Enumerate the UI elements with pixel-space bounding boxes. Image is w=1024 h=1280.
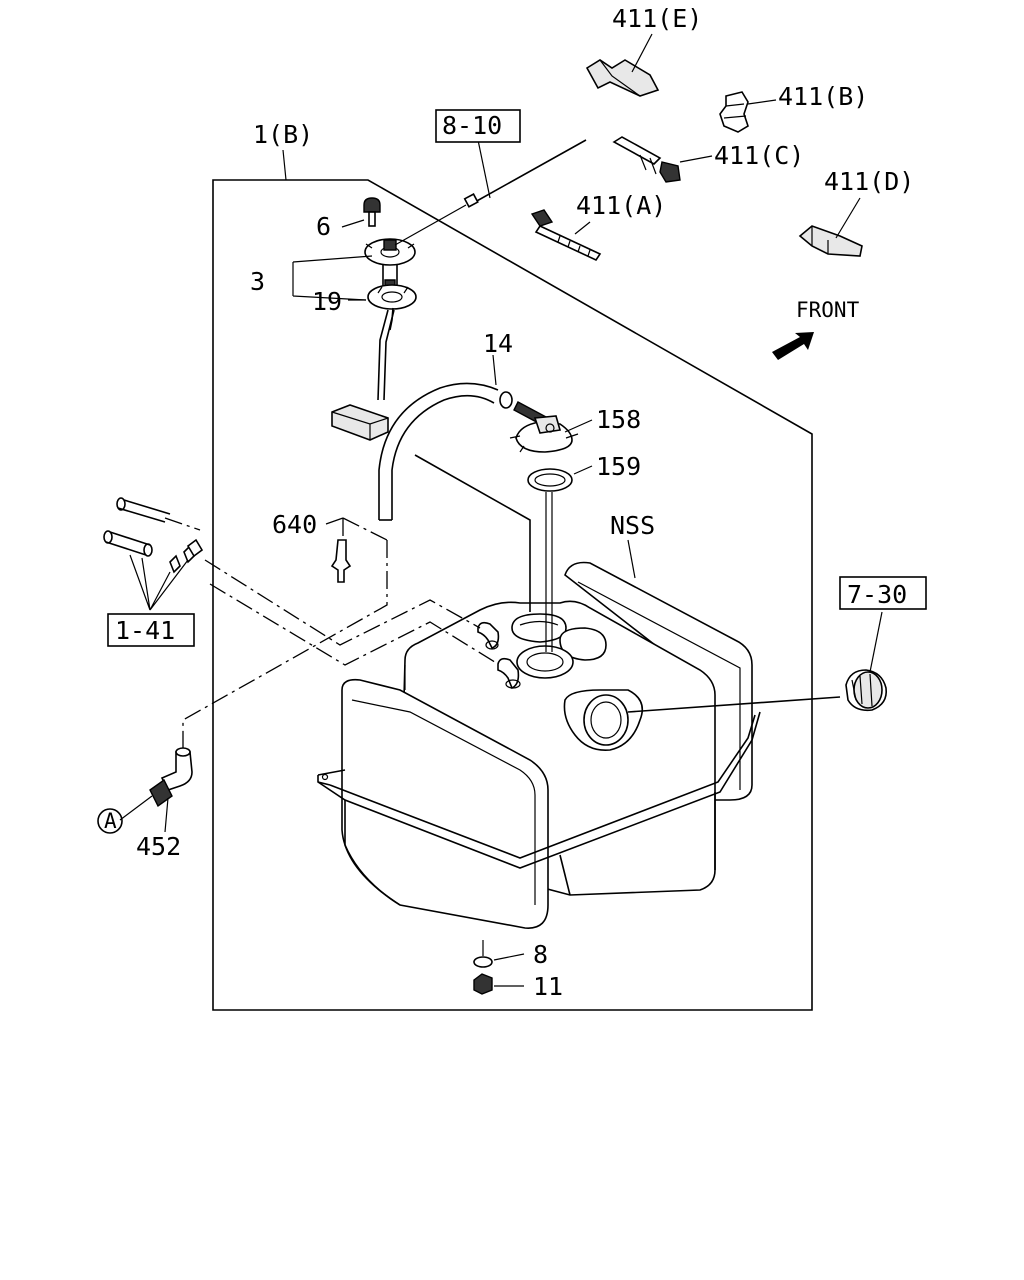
label-8: 8	[533, 940, 548, 969]
connector-640	[330, 539, 352, 583]
label-411c: 411(C)	[714, 141, 804, 170]
clip-411b	[719, 91, 749, 133]
label-411d: 411(D)	[824, 167, 914, 196]
hose-14	[378, 382, 499, 520]
label-front: FRONT	[796, 298, 860, 322]
label-411e: 411(E)	[612, 4, 702, 33]
clip-411d	[798, 225, 863, 257]
gasket-159	[527, 468, 573, 492]
label-158: 158	[596, 405, 641, 434]
filler-cap-7-30	[845, 669, 888, 712]
label-6: 6	[316, 212, 331, 241]
label-640: 640	[272, 510, 317, 539]
label-8-10: 8-10	[442, 111, 502, 140]
part-158-cap	[509, 401, 579, 453]
sender-wire-harness	[474, 139, 587, 203]
label-11: 11	[533, 972, 563, 1001]
label-nss: NSS	[610, 511, 655, 540]
elbow-fitting-452	[149, 747, 193, 808]
ref-box-1-41	[107, 613, 195, 647]
label-452: 452	[136, 832, 181, 861]
ref-box-7-30	[839, 576, 927, 610]
cable-tie-411a	[530, 209, 602, 262]
drain-plug-11	[473, 973, 493, 995]
label-1-41: 1-41	[115, 616, 175, 645]
fuel-tank	[317, 561, 761, 929]
bolt-6	[363, 197, 381, 213]
marker-a-circle	[97, 808, 123, 834]
front-arrow-icon	[772, 332, 814, 360]
label-411b: 411(B)	[778, 82, 868, 111]
label-3: 3	[250, 267, 265, 296]
label-7-30: 7-30	[847, 580, 907, 609]
label-159: 159	[596, 452, 641, 481]
label-marker-a: A	[104, 809, 117, 833]
sender-float	[331, 404, 389, 441]
clip-411e	[585, 59, 660, 97]
label-14: 14	[483, 329, 513, 358]
label-1b: 1(B)	[253, 120, 313, 149]
tank-unit-opening	[511, 613, 567, 643]
assembly-boundary-outline	[212, 179, 813, 1011]
ref-box-8-10	[435, 109, 521, 143]
clip-411c	[612, 136, 681, 183]
label-411a: 411(A)	[576, 191, 666, 220]
fuel-pipes-1-41	[103, 497, 204, 574]
label-19: 19	[312, 287, 342, 316]
fuel-sender-unit	[331, 197, 417, 441]
washer-8	[473, 956, 493, 968]
